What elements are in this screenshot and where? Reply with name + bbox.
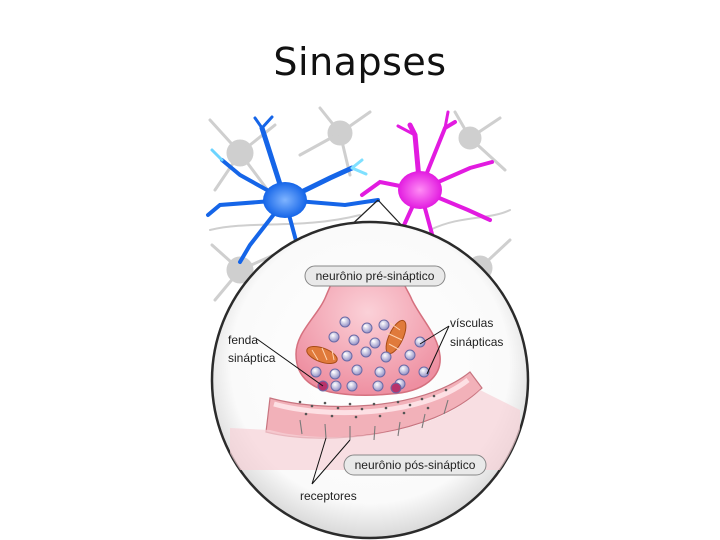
post-neuron-label: neurônio pós-sináptico [343,454,487,476]
mitochondria [306,319,407,365]
pre-neuron-label: neurônio pré-sináptico [304,265,446,287]
svg-text:neurônio pré-sináptico: neurônio pré-sináptico [316,269,435,283]
vesicles-callout: vísculas sinápticas [419,316,503,375]
cleft-callout: fenda sináptica [228,333,324,387]
receptors-callout: receptores [300,437,357,503]
slide-title: Sinapses [273,40,447,84]
cleft-label-line1: fenda [228,333,258,347]
magenta-neuron [360,110,494,264]
synaptic-vesicles [310,316,430,394]
neurotransmitters [298,388,448,419]
receptors-label: receptores [300,489,357,503]
presynaptic-terminal [295,267,441,397]
vesicles-label-line1: vísculas [450,316,493,330]
svg-text:neurônio pós-sináptico: neurônio pós-sináptico [355,458,476,472]
cleft-label-line2: sináptica [228,351,276,365]
vesicles-label-line2: sinápticas [450,335,503,349]
